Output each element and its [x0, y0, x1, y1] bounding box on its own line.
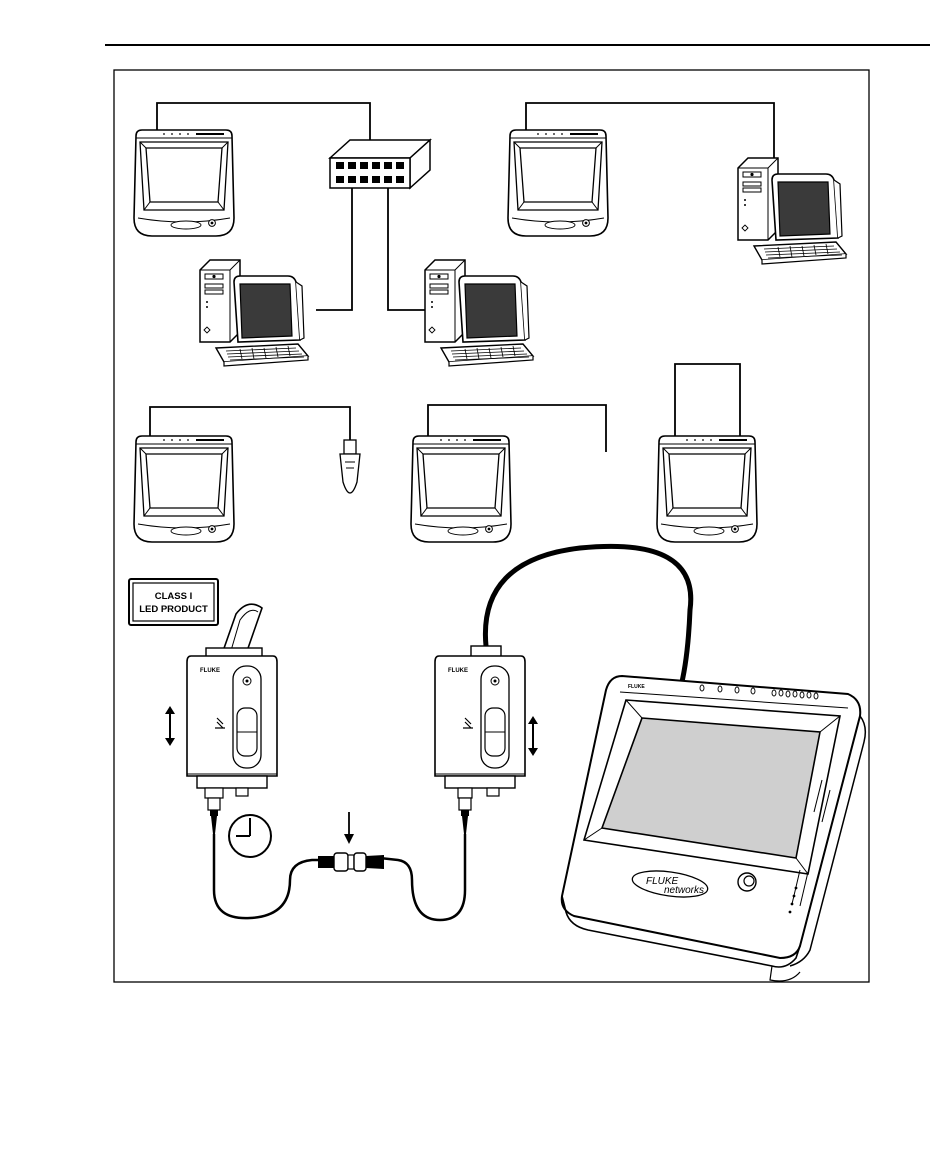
class-label-line2: LED PRODUCT: [139, 604, 208, 615]
cable-tester-mid-right: [657, 436, 757, 542]
cable-tester-top-left: [134, 130, 234, 236]
clock-icon: [229, 815, 271, 857]
unit-logo-line2: networks: [664, 885, 704, 896]
cable-tester-mid-left: [134, 436, 234, 542]
class-label-line1: CLASS I: [155, 591, 192, 602]
cable-tester-mid-center: [411, 436, 511, 542]
unit-brand-small: FLUKE: [628, 684, 645, 690]
class-led-label: CLASS I LED PRODUCT: [129, 579, 218, 625]
network-hub: [330, 140, 430, 188]
module-left-brand: FLUKE: [200, 668, 220, 674]
cable-tester-top-right: [508, 130, 608, 236]
module-right-brand: FLUKE: [448, 668, 468, 674]
